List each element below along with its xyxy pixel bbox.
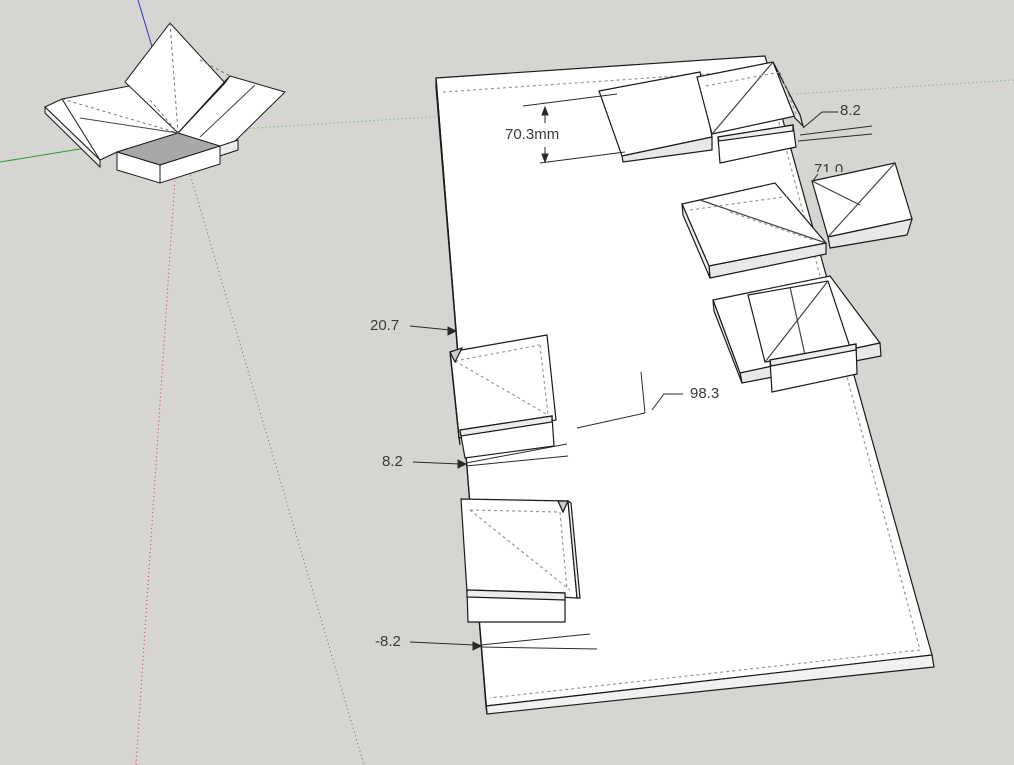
red-axis: [135, 132, 179, 765]
block-top-right[interactable]: [598, 61, 805, 164]
dimension-label-98[interactable]: 98.3: [690, 385, 720, 402]
block-left-lower[interactable]: [460, 498, 581, 623]
dimension-label-8-top[interactable]: 8.2: [840, 102, 861, 119]
dimension-label-8-mid[interactable]: 8.2: [382, 453, 403, 470]
block-left-upper[interactable]: [449, 334, 557, 459]
dimension-label-71[interactable]: 71.0: [814, 161, 844, 178]
dimension-label-20[interactable]: 20.7: [370, 317, 400, 334]
dimension-label-neg8[interactable]: -8.2: [375, 633, 401, 650]
blue-axis-dotted: [177, 132, 365, 765]
block-middle-right[interactable]: [681, 162, 913, 279]
block-lower-right[interactable]: [712, 275, 882, 393]
dimension-lines: [409, 93, 873, 651]
dimension-label-70[interactable]: 70.3mm: [503, 126, 562, 143]
folded-box-preview[interactable]: [44, 22, 286, 184]
